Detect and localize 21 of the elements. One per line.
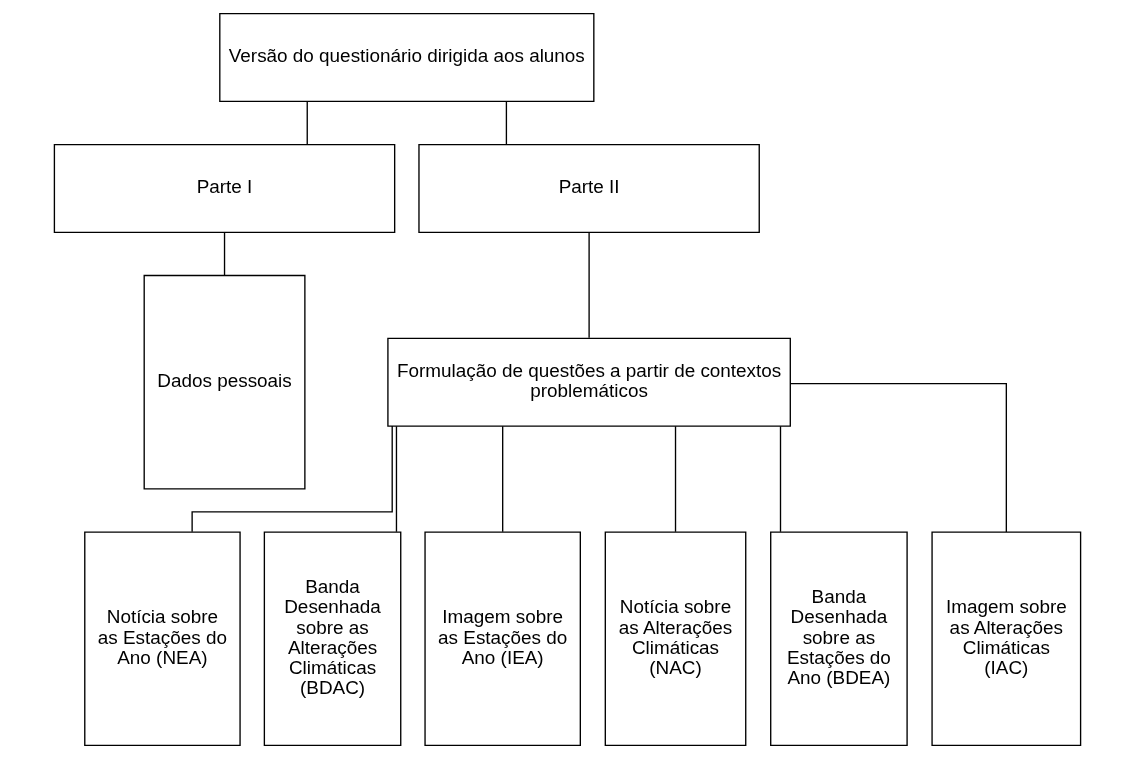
connector bbox=[779, 425, 781, 533]
connector bbox=[789, 382, 1007, 533]
node-box: Banda Desenhada sobre as Alterações Climáticas (BDAC) bbox=[263, 531, 401, 747]
node-box: Imagem sobre as Alterações Climáticas (IAC) bbox=[930, 531, 1081, 747]
connector bbox=[190, 425, 393, 533]
node-box: Versão do questionário dirigida aos alunos bbox=[218, 12, 594, 103]
connector bbox=[306, 100, 308, 146]
connector bbox=[587, 231, 590, 339]
node-box: Parte I bbox=[53, 143, 395, 233]
connector bbox=[505, 100, 507, 146]
node-box: Dados pessoais bbox=[143, 274, 306, 490]
node-box: Parte II bbox=[417, 143, 760, 233]
connector bbox=[395, 425, 397, 533]
connector bbox=[223, 231, 225, 276]
node-box: Formulação de questões a partir de contextos problemáticos bbox=[386, 337, 791, 427]
node-box: Notícia sobre as Estações do Ano (NEA) bbox=[83, 531, 241, 747]
node-box: Imagem sobre as Estações do Ano (IEA) bbox=[423, 531, 581, 747]
connector bbox=[674, 425, 676, 533]
node-box: Banda Desenhada sobre as Estações do Ano (BDEA) bbox=[769, 531, 908, 747]
node-box: Notícia sobre as Alterações Climáticas (NAC) bbox=[604, 531, 746, 747]
connector bbox=[501, 425, 503, 533]
